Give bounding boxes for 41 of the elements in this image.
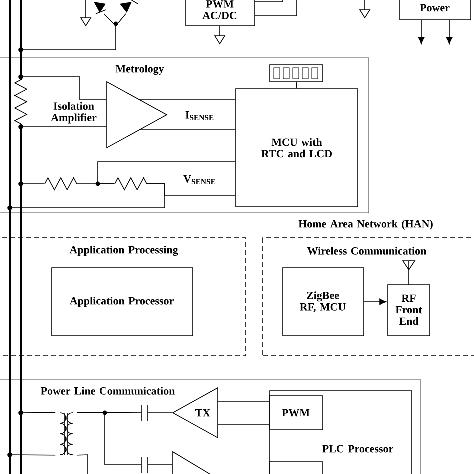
- wire: [96, 162, 236, 186]
- arrow: [418, 20, 425, 44]
- transformer-symbol: [60, 412, 74, 456]
- wire: [22, 26, 116, 50]
- wire: [77, 410, 142, 466]
- bus-bar: [18, 124, 24, 474]
- wire: [255, 0, 284, 2]
- node-label: Home Area Network (HAN): [298, 220, 433, 230]
- block-box: [270, 462, 324, 474]
- display-box: [270, 64, 324, 82]
- arrow: [364, 298, 387, 306]
- resistor-symbol: [44, 177, 78, 191]
- capacitor-symbol: [142, 456, 148, 474]
- wire: [218, 424, 270, 426]
- node-label: Isolation Amplifier: [51, 102, 97, 124]
- signal-label: I$_{SENSE}$: [184, 110, 216, 122]
- signal-label: V$_{SENSE}$: [184, 176, 216, 184]
- wire: [22, 412, 56, 414]
- wire: [11, 184, 166, 208]
- block-box: RF Front End: [388, 284, 430, 336]
- wire: [11, 454, 56, 456]
- resistor-symbol: [14, 80, 28, 124]
- wire: [148, 412, 173, 414]
- bus-bar: [18, 0, 24, 80]
- wire: [296, 82, 298, 89]
- resistor-symbol: [114, 177, 148, 191]
- block-box: MCU with RTC and LCD: [236, 88, 358, 208]
- bus-bar: [8, 0, 12, 474]
- arrow: [446, 20, 453, 44]
- block-box: Power: [400, 0, 472, 20]
- block-box: PWM: [270, 396, 324, 430]
- wire: [77, 454, 88, 474]
- block-box: ZigBee RF, MCU: [282, 268, 364, 336]
- capacitor-symbol: [142, 404, 148, 422]
- diode-symbol: [94, 0, 138, 26]
- wire: [22, 126, 107, 128]
- block-box: PWM AC/DC: [186, 0, 256, 26]
- wire: [148, 464, 173, 466]
- wire: [22, 76, 107, 100]
- wire: [255, 0, 298, 16]
- block-box: Application Processor: [52, 268, 194, 336]
